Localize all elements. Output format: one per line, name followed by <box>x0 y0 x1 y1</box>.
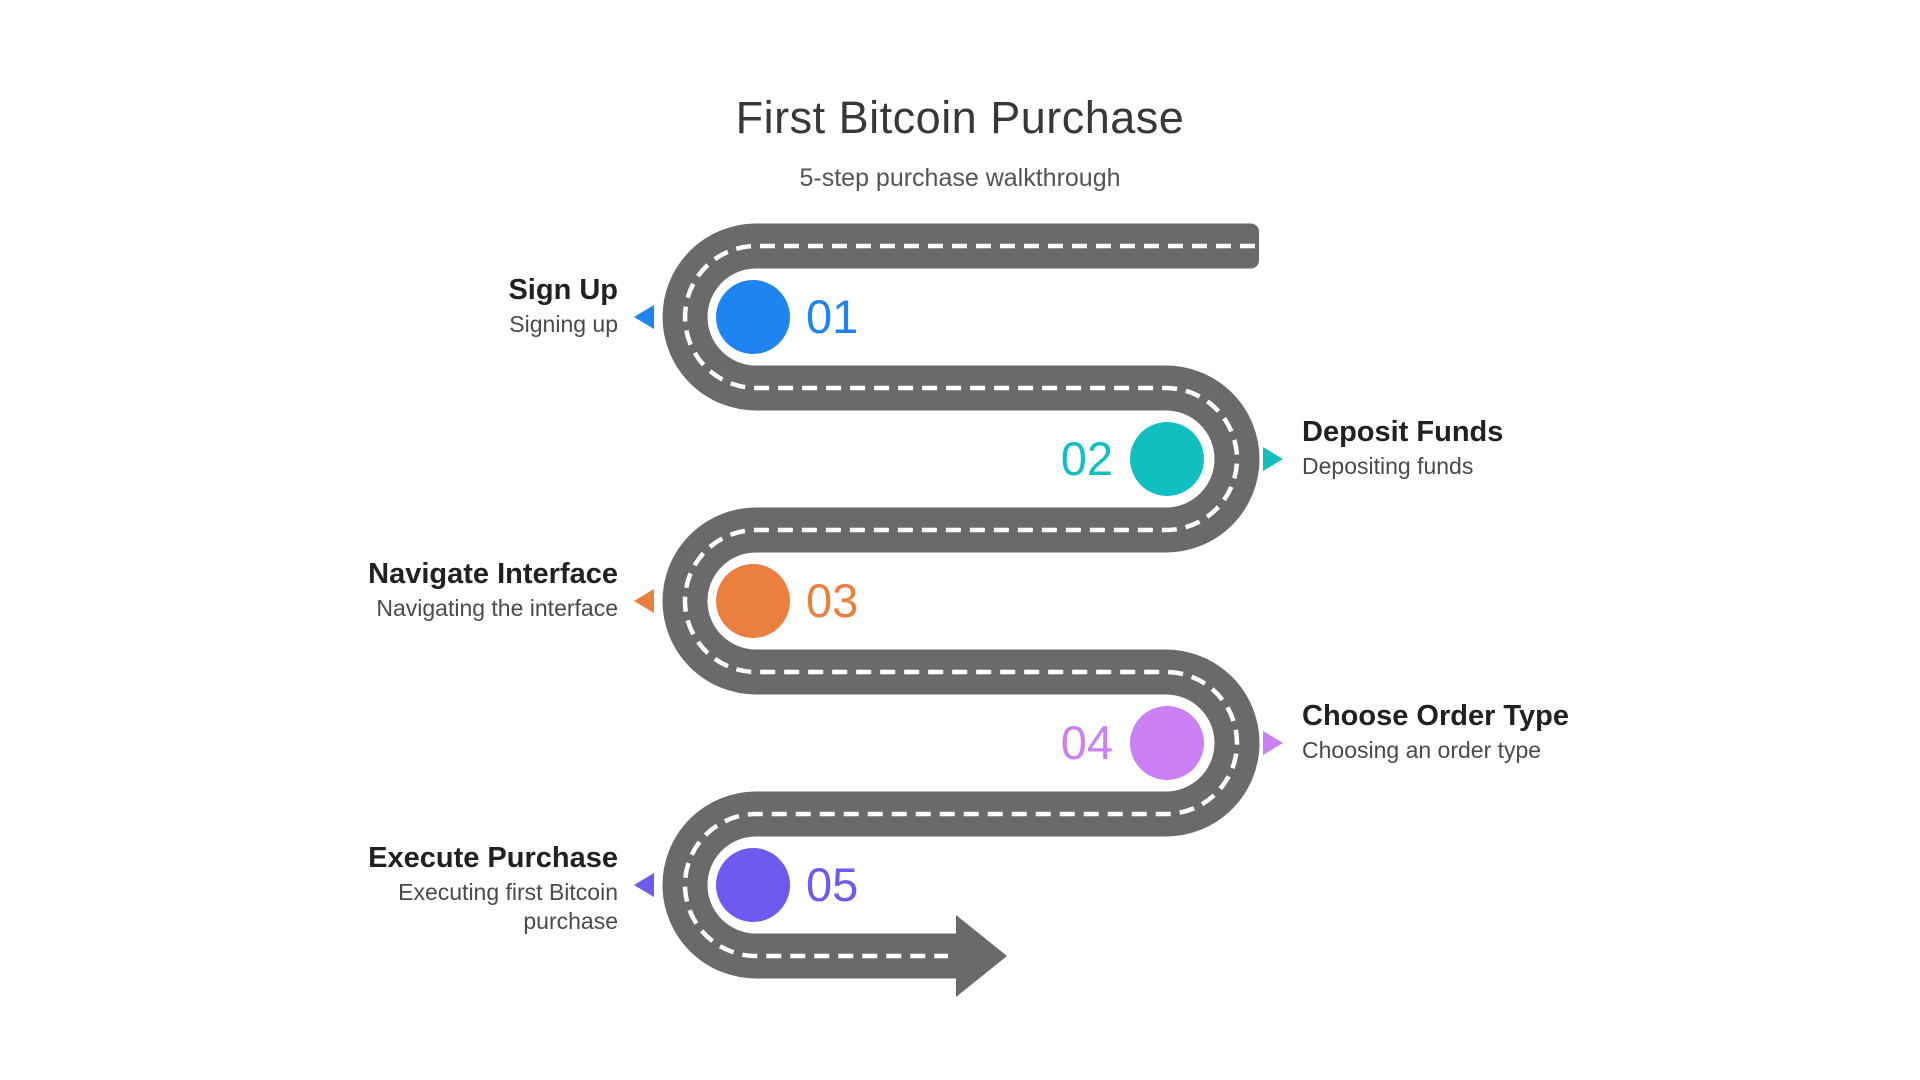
step-4-number: 04 <box>1061 716 1113 769</box>
step-1-title: Sign Up <box>508 274 618 306</box>
step-3-description: Navigating the interface <box>376 595 618 621</box>
step-1-description: Signing up <box>509 311 618 337</box>
road-dashed-centerline <box>682 243 1255 959</box>
step-5-description: Executing first Bitcoin purchase <box>398 879 618 934</box>
step-3-number: 03 <box>806 574 858 627</box>
step-2-label: Deposit Funds Depositing funds <box>1302 414 1503 481</box>
step-2-description: Depositing funds <box>1302 453 1474 479</box>
step-1-label: Sign Up Signing up <box>508 272 618 339</box>
step-4-title: Choose Order Type <box>1302 700 1569 732</box>
step-3-pointer-left-icon <box>634 589 654 613</box>
step-4-description: Choosing an order type <box>1302 737 1542 763</box>
step-3-label: Navigate Interface Navigating the interf… <box>368 556 618 623</box>
step-4-label: Choose Order Type Choosing an order type <box>1302 698 1569 765</box>
road-end-arrow-icon <box>956 915 1007 997</box>
page-subtitle: 5-step purchase walkthrough <box>799 164 1121 192</box>
step-5-title: Execute Purchase <box>368 842 618 874</box>
step-3-title: Navigate Interface <box>368 558 618 590</box>
step-3-circle <box>716 564 790 638</box>
step-2-circle <box>1130 422 1204 496</box>
step-5-circle <box>716 848 790 922</box>
step-4-circle <box>1130 706 1204 780</box>
step-1-pointer-left-icon <box>634 305 654 329</box>
step-2-number: 02 <box>1061 432 1113 485</box>
step-1-circle <box>716 280 790 354</box>
step-5-pointer-left-icon <box>634 873 654 897</box>
step-2-title: Deposit Funds <box>1302 416 1504 448</box>
step-2-pointer-right-icon <box>1263 447 1283 471</box>
step-4-pointer-right-icon <box>1263 731 1283 755</box>
page-title: First Bitcoin Purchase <box>735 92 1185 143</box>
step-5-number: 05 <box>806 858 858 911</box>
step-1-number: 01 <box>806 290 858 343</box>
step-5-label: Execute Purchase Executing first Bitcoin… <box>368 840 618 936</box>
